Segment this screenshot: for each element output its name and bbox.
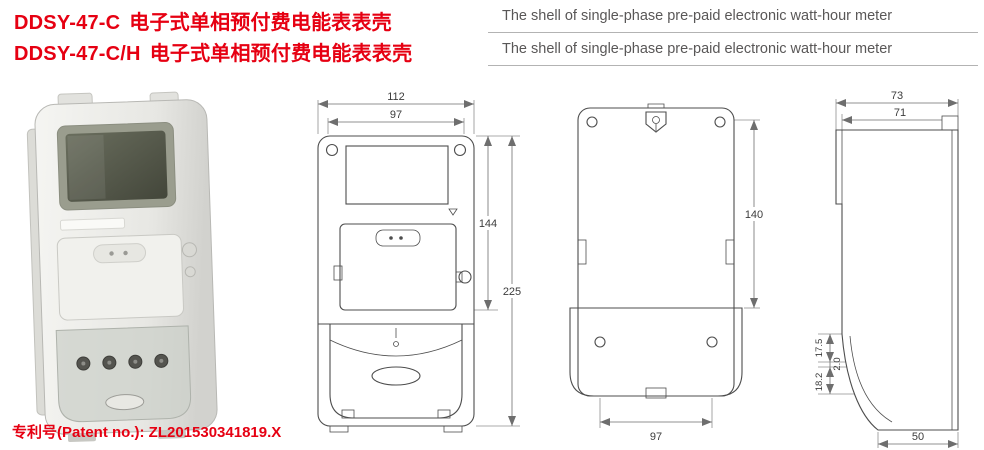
side-dim-inner-depth: 71 [894, 107, 906, 119]
product-name-cn-1: 电子式单相预付费电能表表壳 [129, 12, 392, 34]
meter-photo-group [26, 91, 218, 443]
card-slot [93, 243, 147, 264]
product-title-en-2: The shell of single-phase pre-paid elect… [488, 33, 978, 66]
side-outline [835, 115, 959, 431]
front-dim-outer-width: 112 [387, 91, 405, 103]
side-dim-bottom-depth: 50 [912, 431, 924, 443]
side-dim-step-b: 2.0 [832, 357, 843, 370]
product-title-cn-2: DDSY-47-C/H 电子式单相预付费电能表表壳 [14, 37, 412, 66]
front-outline [317, 135, 475, 433]
front-dim-total-height: 225 [503, 286, 521, 298]
product-title-cn-1: DDSY-47-C 电子式单相预付费电能表表壳 [14, 6, 392, 35]
lcd-window [65, 130, 168, 202]
product-photo [26, 91, 218, 443]
side-dim-step-c: 18.2 [814, 373, 825, 392]
patent-number: ZL201530341819.X [144, 424, 282, 441]
side-dim-step-a: 17.5 [814, 339, 825, 358]
side-dim-outer-depth: 73 [891, 90, 903, 102]
back-dim-mounting-width: 97 [650, 431, 662, 443]
header-english-column: The shell of single-phase pre-paid elect… [488, 0, 978, 66]
logo-oval [105, 394, 145, 411]
back-outline [569, 103, 743, 399]
product-name-cn-2: 电子式单相预付费电能表表壳 [149, 43, 413, 65]
product-title-en-1: The shell of single-phase pre-paid elect… [488, 0, 978, 33]
seal-button [181, 242, 197, 258]
side-view-drawing: 73 71 17.5 2.0 18.2 50 [814, 90, 959, 448]
product-model-1: DDSY-47-C [14, 12, 121, 34]
product-model-2: DDSY-47-C/H [14, 43, 141, 65]
card-panel [56, 233, 185, 321]
front-dim-inner-width: 97 [390, 109, 402, 121]
back-dim-mounting-height: 140 [745, 209, 763, 221]
side-dimension-lines [826, 99, 958, 448]
front-dim-upper-height: 144 [479, 218, 497, 230]
terminal-cover [55, 325, 192, 423]
patent-label: 专利号(Patent no.): [12, 424, 145, 441]
patent-note: 专利号(Patent no.): ZL201530341819.X [12, 421, 281, 442]
front-view-drawing: 112 97 144 225 [317, 91, 527, 433]
back-view-drawing: 140 97 [569, 103, 768, 443]
